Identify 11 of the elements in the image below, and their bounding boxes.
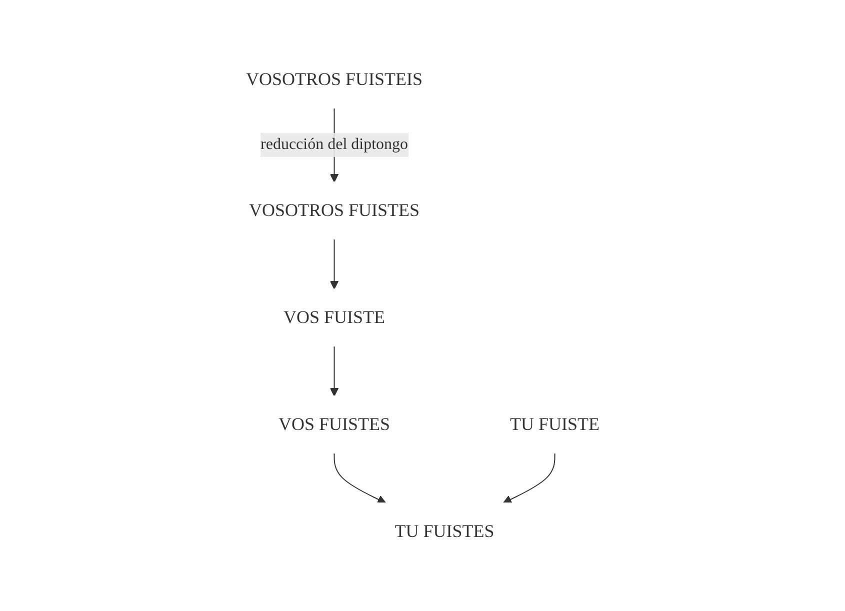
node-text: TU FUISTES bbox=[394, 521, 494, 541]
node-text: VOSOTROS FUISTES bbox=[248, 200, 420, 220]
node-text: VOS FUISTES bbox=[278, 414, 390, 434]
node-text: TU FUISTE bbox=[510, 414, 600, 434]
arrow bbox=[330, 238, 338, 290]
node-text: VOS FUISTE bbox=[283, 307, 385, 327]
edge-label: reducción del diptongo bbox=[260, 136, 408, 153]
arrow bbox=[334, 452, 386, 504]
arrow bbox=[502, 452, 556, 504]
node-text: VOSOTROS FUISTEIS bbox=[246, 69, 422, 89]
arrow bbox=[330, 346, 338, 396]
